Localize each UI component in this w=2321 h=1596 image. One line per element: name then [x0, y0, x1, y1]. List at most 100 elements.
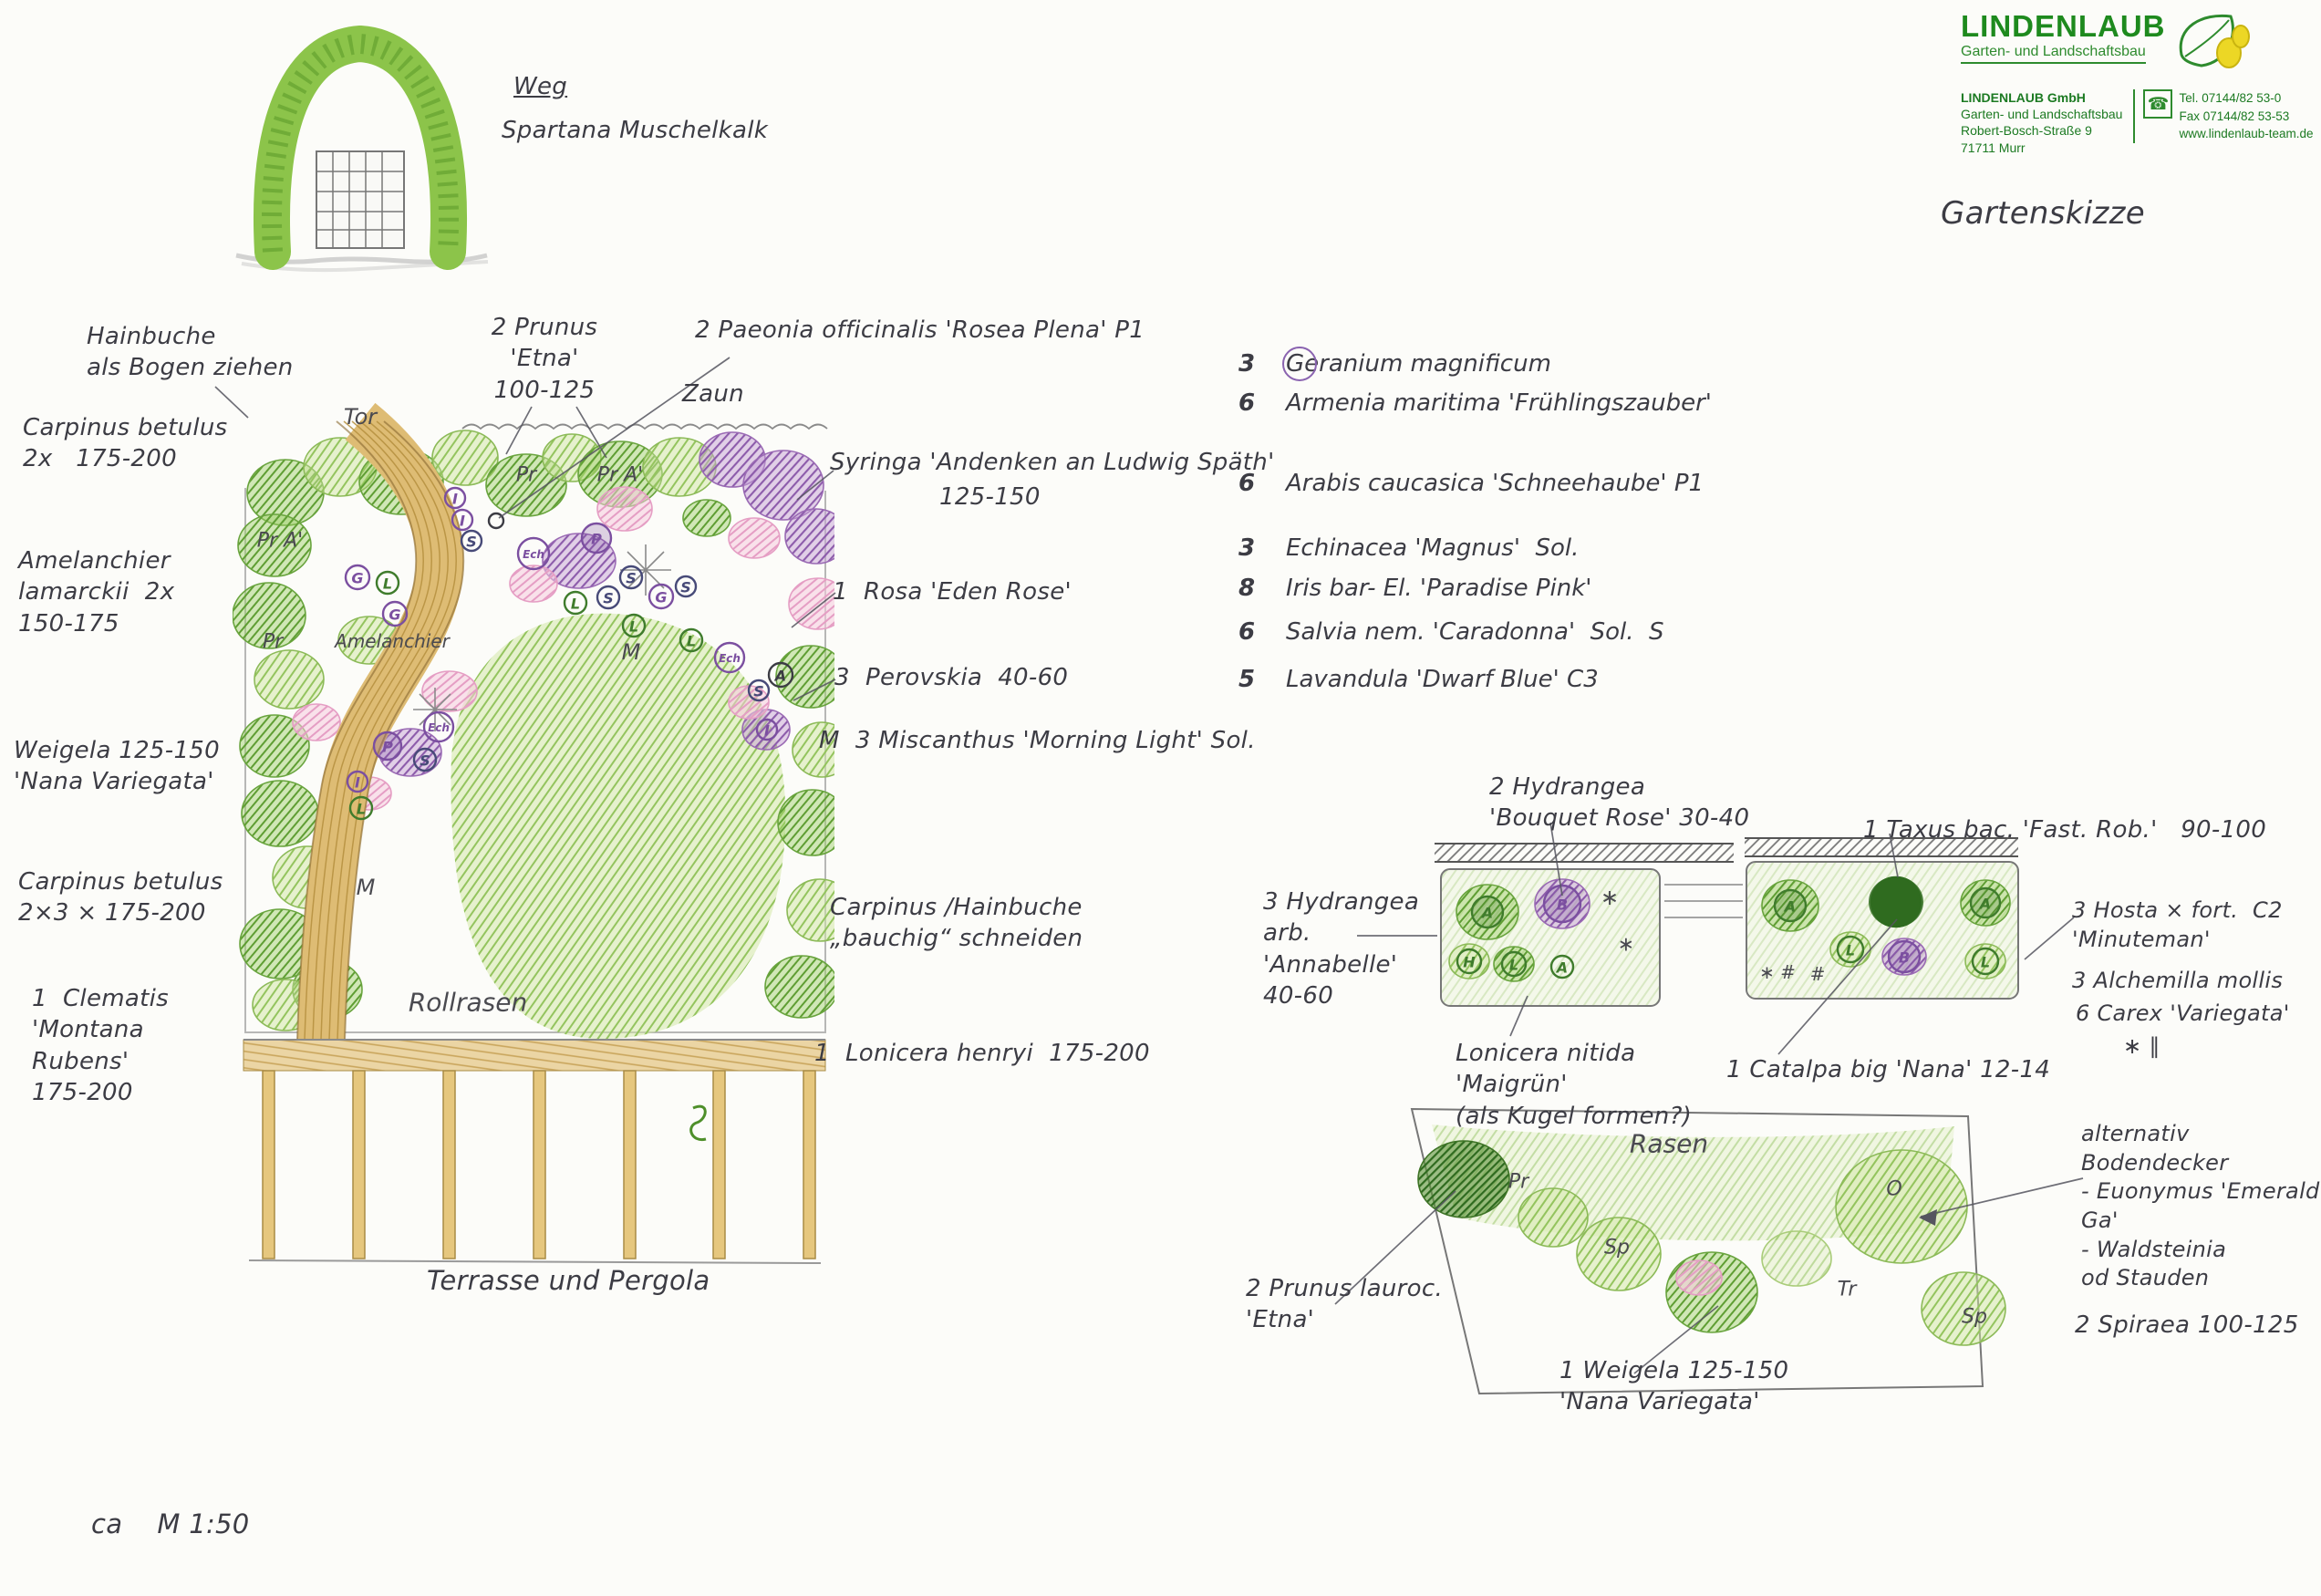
plant-marker-letter: I — [764, 722, 770, 740]
plant-marker-letter: I — [460, 513, 465, 530]
label-perovskia: 3 Perovskia 40-60 — [834, 664, 1069, 691]
plan-annotation: Pr A' — [257, 530, 303, 553]
lower-bushes — [1417, 1140, 2006, 1346]
plant-marker-letter: A — [1978, 896, 1991, 913]
label-weg: Weg — [513, 73, 568, 100]
label-taxus: 1 Taxus bac. 'Fast. Rob.' 90-100 — [1863, 816, 2267, 844]
label-carpinus-1: Carpinus betulus 2x 175-200 — [23, 414, 228, 473]
plan-annotation: Rollrasen — [409, 988, 527, 1018]
page-title: Gartenskizze — [1941, 195, 2146, 232]
plant-marker-circle — [348, 795, 374, 821]
label-weigela: Weigela 125-150 'Nana Variegata' — [14, 737, 220, 796]
plant-marker-circle — [344, 564, 371, 591]
company-contact: ☎ Tel. 07144/82 53-0 Fax 07144/82 53-53 … — [2133, 89, 2314, 143]
plant-marker-letter: L — [1509, 957, 1518, 974]
climber-squiggle — [689, 1104, 707, 1142]
plant-marker-circle — [1870, 876, 1922, 928]
website-url: www.lindenlaub-team.de — [2179, 127, 2314, 141]
label-carpinus-2: Carpinus betulus 2×3 × 175-200 — [18, 868, 223, 928]
plant-marker-letter: S — [626, 570, 637, 587]
plan-annotation: Pr A' — [597, 464, 643, 487]
arch-sketch-drawing — [235, 25, 489, 273]
plant-marker-circle — [372, 731, 403, 762]
label-hosta: 3 Hosta × fort. C2 'Minuteman' — [2072, 897, 2283, 952]
pergola-posts — [262, 1070, 816, 1259]
label-zaun: Zaun — [682, 380, 744, 408]
plant-marker-letter: P — [382, 739, 393, 756]
plant-marker-circle — [375, 570, 400, 596]
plant-marker-letter: Ech — [428, 721, 450, 734]
fence-line — [461, 423, 828, 430]
plant-marker-letter: A — [1480, 905, 1493, 922]
plan-annotation: Tr — [1838, 1279, 1859, 1301]
plant-marker-circle — [1549, 954, 1575, 979]
plant-marker-circle — [767, 661, 794, 689]
plant-marker-circle — [487, 512, 505, 530]
plant-marker-circle — [1971, 947, 2000, 976]
plant-marker-letter: Ech — [523, 548, 544, 561]
logo-tagline: Garten- und Landschaftsbau — [1961, 44, 2146, 64]
gate — [316, 150, 405, 249]
company-name: LINDENLAUB GmbH — [1961, 90, 2086, 105]
terrace-band — [243, 1039, 826, 1072]
label-hainbuche-bogen: Hainbuche als Bogen ziehen — [87, 323, 294, 382]
garden-path — [296, 402, 465, 1041]
plan-annotation: M — [357, 875, 376, 900]
plan-annotation: Pr — [1508, 1171, 1530, 1194]
label-catalpa: 1 Catalpa big 'Nana' 12-14 — [1726, 1056, 2051, 1083]
plant-marker-circle — [648, 583, 675, 610]
plant-marker-letter: A — [773, 668, 786, 685]
gate-grid — [316, 151, 404, 248]
label-alternativ: alternativ Bodendecker - Euonymus 'Emera… — [2081, 1121, 2320, 1291]
plant-marker-circle — [679, 627, 704, 653]
phone-number: Tel. 07144/82 53-0 — [2179, 91, 2282, 105]
plant-marker-circle — [563, 590, 588, 616]
plant-marker-letter: B — [1557, 896, 1568, 914]
plan-annotation: Pr — [263, 631, 285, 654]
label-miscanthus: M 3 Miscanthus 'Morning Light' Sol. — [819, 727, 1256, 754]
plant-marker-circle — [755, 718, 779, 741]
label-spartana-muschelkalk: Spartana Muschelkalk — [502, 117, 769, 144]
plant-marker-letter: L — [383, 575, 392, 593]
plant-marker-letter: P — [591, 531, 602, 548]
plant-marker-circle — [580, 522, 613, 554]
label-rosa-eden-rose: 1 Rosa 'Eden Rose' — [833, 578, 1072, 606]
plant-marker-circle — [713, 641, 746, 674]
plant-marker-circle — [451, 508, 474, 532]
plant-marker-circle — [674, 575, 698, 598]
plan-annotation: O — [1886, 1178, 1901, 1201]
plant-marker-letter: G — [351, 570, 363, 587]
pergola-base-line — [248, 1259, 822, 1264]
label-carex-marks: ∗ ∥ — [2123, 1033, 2160, 1059]
plant-marker-circle — [443, 486, 467, 510]
plant-marker-letter: I — [452, 491, 458, 508]
plant-marker-letter: S — [680, 579, 691, 596]
geranium-circle-mark — [1282, 347, 1317, 381]
steps-lines — [1664, 884, 1743, 918]
label-prunus-etna: 2 Prunus 'Etna' 100-125 — [491, 314, 598, 404]
plan-annotation: M — [622, 639, 641, 665]
label-amelanchier: Amelanchier lamarckii 2x 150-175 — [18, 547, 175, 637]
label-terrasse-pergola: Terrasse und Pergola — [427, 1265, 710, 1296]
plant-marker-circle — [1456, 948, 1483, 975]
company-address: LINDENLAUB GmbH Garten- und Landschaftsb… — [1961, 89, 2122, 156]
plan-annotation: ∗ # — [1759, 961, 1796, 983]
plan-annotation: Amelanchier — [333, 630, 451, 652]
plant-marker-circle — [381, 600, 409, 627]
lower-garden-outline — [1410, 1107, 1984, 1395]
company-street: Robert-Bosch-Straße 9 — [1961, 123, 2092, 139]
label-carex: 6 Carex 'Variegata' — [2076, 1000, 2290, 1026]
plant-marker-letter: L — [1981, 954, 1990, 971]
plant-marker-letter: G — [655, 589, 667, 606]
plant-marker-letter: S — [603, 590, 614, 607]
wall-hatch — [1435, 837, 2018, 863]
label-hydrangea-bouquet: 2 Hydrangea 'Bouquet Rose' 30-40 — [1489, 773, 1750, 833]
label-alchemilla: 3 Alchemilla mollis — [2072, 968, 2284, 993]
plant-marker-circle — [1470, 895, 1505, 929]
plant-marker-letter: L — [687, 633, 696, 650]
plant-marker-letter: I — [355, 774, 360, 792]
